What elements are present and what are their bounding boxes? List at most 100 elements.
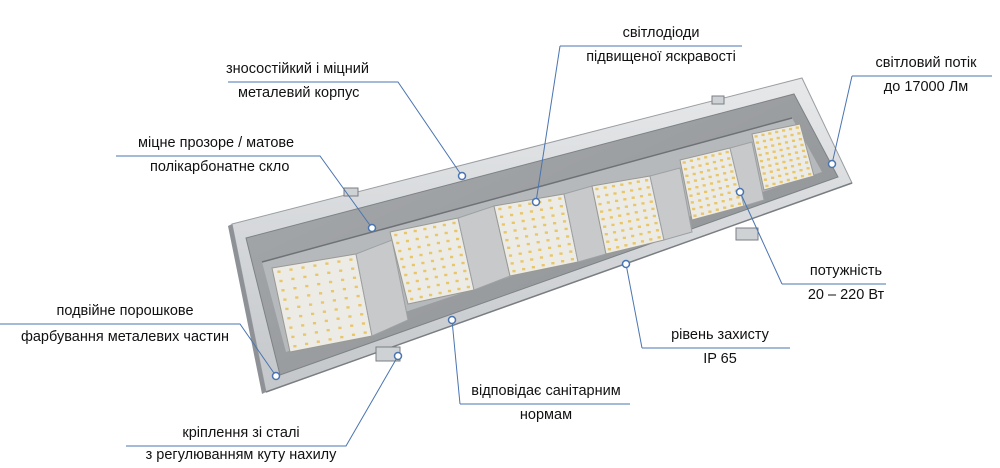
led-chip: [596, 195, 601, 198]
led-chip: [457, 245, 461, 249]
led-chip: [442, 223, 446, 227]
led-chip: [701, 177, 705, 180]
led-chip: [311, 312, 315, 316]
led-chip: [761, 133, 765, 137]
led-chip: [731, 176, 735, 180]
led-chip: [637, 225, 641, 228]
led-chip: [313, 264, 317, 267]
led-chip: [714, 202, 718, 205]
led-chip: [503, 231, 507, 234]
led-chip: [548, 199, 552, 202]
led-chip: [612, 231, 617, 234]
led-chip: [525, 235, 529, 238]
led-chip: [528, 250, 532, 253]
led-chip: [718, 152, 722, 155]
led-chip: [784, 141, 789, 144]
led-chip: [539, 208, 544, 211]
led-chip: [698, 164, 702, 167]
led-chip: [446, 281, 450, 285]
led-chip: [538, 248, 542, 251]
led-chip: [567, 242, 571, 246]
led-chip: [453, 271, 457, 275]
led-chip: [434, 233, 439, 237]
led-chip: [427, 243, 431, 247]
led-chip: [569, 250, 573, 253]
led-chip: [699, 171, 703, 174]
led-chip: [609, 216, 613, 219]
led-chip: [444, 231, 448, 235]
led-chip: [526, 242, 530, 246]
led-chip: [351, 267, 355, 270]
led-chip: [523, 227, 527, 230]
callout-dots: [271, 159, 837, 381]
led-chip: [800, 174, 805, 178]
led-chip: [725, 150, 729, 154]
led-chip: [685, 174, 689, 177]
led-chip: [618, 214, 622, 217]
led-chip: [762, 139, 766, 143]
led-chip: [438, 249, 442, 253]
label-glass: міцне прозоре / матове полікарбонатне ск…: [138, 134, 294, 176]
led-chip: [714, 167, 718, 170]
led-chip: [693, 214, 697, 217]
led-chip: [402, 265, 406, 269]
led-chip: [603, 225, 607, 228]
led-chip: [636, 180, 640, 183]
led-chip: [657, 236, 661, 239]
led-chip: [783, 166, 787, 170]
led-chip: [408, 289, 412, 293]
led-chip: [444, 273, 448, 277]
led-chip: [783, 135, 787, 138]
led-chip: [301, 324, 305, 327]
led-chip: [758, 153, 762, 157]
led-chip: [559, 252, 563, 255]
led-chip: [285, 307, 289, 311]
led-chip: [776, 168, 780, 171]
led-chip: [541, 216, 545, 219]
led-chip: [536, 241, 540, 244]
led-chip: [769, 170, 773, 173]
led-chip: [559, 205, 563, 208]
led-chip: [797, 132, 801, 135]
led-chip: [459, 253, 463, 257]
led-chip: [629, 227, 633, 230]
led-chip: [764, 146, 768, 149]
led-chip: [454, 229, 458, 233]
led-chip: [340, 335, 344, 339]
led-chip: [500, 215, 504, 218]
led-chip: [410, 297, 414, 301]
led-chip: [299, 314, 303, 318]
led-chip: [654, 221, 658, 225]
led-chip: [728, 163, 732, 167]
led-chip: [798, 138, 802, 141]
led-chip: [322, 310, 326, 313]
label-protection-line1: рівень захисту: [671, 327, 769, 343]
led-chip: [699, 205, 703, 209]
led-chip: [543, 223, 547, 227]
led-chip: [793, 176, 797, 180]
led-chip: [620, 183, 624, 186]
led-chip: [640, 240, 645, 243]
led-chip: [729, 198, 733, 201]
led-chip: [429, 293, 433, 297]
led-chip: [651, 207, 655, 211]
led-chip: [349, 258, 353, 261]
callout-sanitary-pointer: [451, 319, 461, 405]
led-chip: [652, 214, 656, 218]
led-chip: [790, 165, 795, 168]
led-chip: [768, 164, 772, 167]
led-chip: [786, 147, 790, 150]
led-chip: [301, 266, 305, 269]
led-chip: [339, 269, 343, 272]
led-chip: [791, 139, 796, 142]
led-chip: [636, 218, 640, 221]
led-chip: [531, 218, 535, 221]
led-chip: [615, 199, 619, 203]
led-chip: [721, 165, 725, 168]
led-chip: [691, 166, 695, 169]
led-chip: [697, 157, 701, 161]
led-chip: [570, 258, 574, 261]
led-chip: [358, 304, 362, 307]
led-chip: [644, 216, 648, 219]
